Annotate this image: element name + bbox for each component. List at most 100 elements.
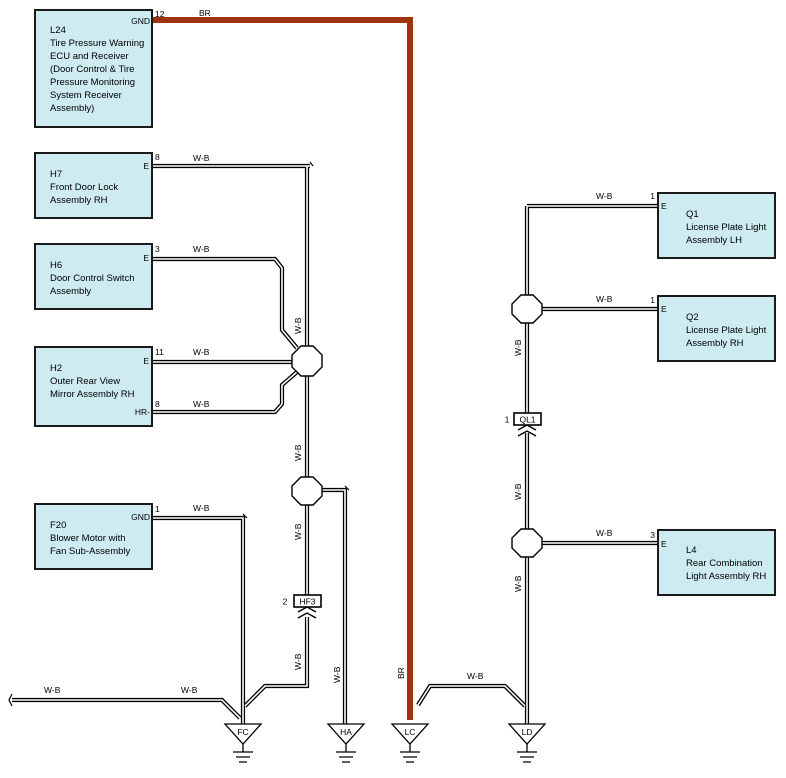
connector-ql1-label: QL1 xyxy=(519,415,535,425)
pin-name: E xyxy=(143,253,149,263)
component-h2-line: Outer Rear View xyxy=(50,376,120,387)
wire-label-wb: W-B xyxy=(193,244,210,254)
component-l4-line: L4 xyxy=(686,545,697,556)
component-h7-line: Front Door Lock xyxy=(50,182,118,193)
ground-lc-label: LC xyxy=(405,727,416,737)
ground-fc: FC xyxy=(223,723,263,763)
component-h6-line: Assembly xyxy=(50,286,91,297)
wire-label-wb: W-B xyxy=(596,528,613,538)
wire-label-br: BR xyxy=(396,667,406,679)
connector-ql1-pin: 1 xyxy=(505,415,510,425)
component-q1-line: License Plate Light xyxy=(686,222,767,233)
component-l4-line: Light Assembly RH xyxy=(686,571,766,582)
pin-number: 3 xyxy=(155,244,160,254)
ground-ha-label: HA xyxy=(340,727,352,737)
component-f20-line: Blower Motor with xyxy=(50,533,126,544)
grounds: FC HA LC LD xyxy=(223,723,547,763)
component-h6-line: Door Control Switch xyxy=(50,273,134,284)
component-l24-line: System Receiver xyxy=(50,90,122,101)
component-l24: L24 Tire Pressure Warning ECU and Receiv… xyxy=(34,9,165,128)
connector-hf3: HF3 2 xyxy=(283,594,322,619)
component-l4-line: Rear Combination xyxy=(686,558,763,569)
ground-ha: HA xyxy=(326,723,366,763)
pin-name: E xyxy=(661,304,667,314)
component-q1-line: Assembly LH xyxy=(686,235,742,246)
wire-label-wb: W-B xyxy=(293,653,303,670)
component-l24-line: Assembly) xyxy=(50,103,94,114)
wire-label-wb: W-B xyxy=(513,339,523,356)
pin-name: E xyxy=(661,539,667,549)
component-h7: H7 Front Door Lock Assembly RH E 8 xyxy=(34,152,160,219)
pin-number: 1 xyxy=(650,191,655,201)
ground-fc-label: FC xyxy=(237,727,248,737)
component-q2-line: Q2 xyxy=(686,312,699,323)
wire-f20 xyxy=(152,515,246,725)
component-h2-line: Mirror Assembly RH xyxy=(50,389,135,400)
br-wire xyxy=(152,17,413,720)
pin-name: GND xyxy=(131,512,150,522)
component-q2-line: Assembly RH xyxy=(686,338,744,349)
component-f20-line: Fan Sub-Assembly xyxy=(50,546,131,557)
splice-point xyxy=(511,528,543,558)
wire-label-wb: W-B xyxy=(193,399,210,409)
wire-label-wb: W-B xyxy=(193,153,210,163)
pin-number: 1 xyxy=(650,295,655,305)
component-l24-line: (Door Control & Tire xyxy=(50,64,134,75)
wire-label-wb: W-B xyxy=(193,503,210,513)
ground-ld-label: LD xyxy=(522,727,533,737)
connector-hf3-pin: 2 xyxy=(283,597,288,607)
component-h6-line: H6 xyxy=(50,260,62,271)
wire-label-wb: W-B xyxy=(293,523,303,540)
component-l4: L4 Rear Combination Light Assembly RH E … xyxy=(650,529,776,596)
wire-labels: BR BR W-B W-B W-B W-B W-B W-B W-B W-B W-… xyxy=(44,8,613,695)
wire-h2-hr xyxy=(152,370,299,415)
wire-h6 xyxy=(152,256,299,350)
pin-number: 1 xyxy=(155,504,160,514)
wire-label-wb: W-B xyxy=(293,317,303,334)
component-q2-line: License Plate Light xyxy=(686,325,767,336)
connector-hf3-label: HF3 xyxy=(299,597,315,607)
component-l24-line: Pressure Monitoring xyxy=(50,77,135,88)
splices xyxy=(291,294,543,558)
component-h7-line: Assembly RH xyxy=(50,195,108,206)
splice-point xyxy=(291,345,323,377)
pin-number: 12 xyxy=(155,9,165,19)
wire-label-wb: W-B xyxy=(596,191,613,201)
pin-number: 8 xyxy=(155,399,160,409)
wire-label-wb: W-B xyxy=(193,347,210,357)
component-f20-line: F20 xyxy=(50,520,66,531)
splice-point xyxy=(511,294,543,324)
pin-number: 3 xyxy=(650,530,655,540)
component-h7-line: H7 xyxy=(50,169,62,180)
component-q1-line: Q1 xyxy=(686,209,699,220)
pin-number: 8 xyxy=(155,152,160,162)
pin-name: E xyxy=(143,161,149,171)
wire-label-wb: W-B xyxy=(513,483,523,500)
pin-name: HR- xyxy=(135,407,150,417)
component-h6: H6 Door Control Switch Assembly E 3 xyxy=(34,243,160,310)
component-f20: F20 Blower Motor with Fan Sub-Assembly G… xyxy=(34,503,160,570)
wire-label-wb: W-B xyxy=(467,671,484,681)
component-l24-line: ECU and Receiver xyxy=(50,51,129,62)
wire-label-wb: W-B xyxy=(513,575,523,592)
component-l24-line: Tire Pressure Warning xyxy=(50,38,144,49)
wire-left-in xyxy=(12,697,242,720)
component-h2-line: H2 xyxy=(50,363,62,374)
wire-label-br: BR xyxy=(199,8,211,18)
wire-label-wb: W-B xyxy=(332,666,342,683)
connector-ql1: QL1 1 xyxy=(505,412,542,437)
pin-name: GND xyxy=(131,16,150,26)
components: L24 Tire Pressure Warning ECU and Receiv… xyxy=(34,9,776,596)
ground-ld: LD xyxy=(507,723,547,763)
ground-lc: LC xyxy=(390,723,430,763)
component-q1: Q1 License Plate Light Assembly LH E 1 xyxy=(650,191,776,259)
component-q2: Q2 License Plate Light Assembly RH E 1 xyxy=(650,295,776,362)
wire-label-wb: W-B xyxy=(181,685,198,695)
pin-name: E xyxy=(143,356,149,366)
component-l24-line: L24 xyxy=(50,25,66,36)
wire-label-wb: W-B xyxy=(293,444,303,461)
pin-number: 11 xyxy=(155,347,164,357)
pin-name: E xyxy=(661,201,667,211)
splice-point xyxy=(291,476,323,506)
